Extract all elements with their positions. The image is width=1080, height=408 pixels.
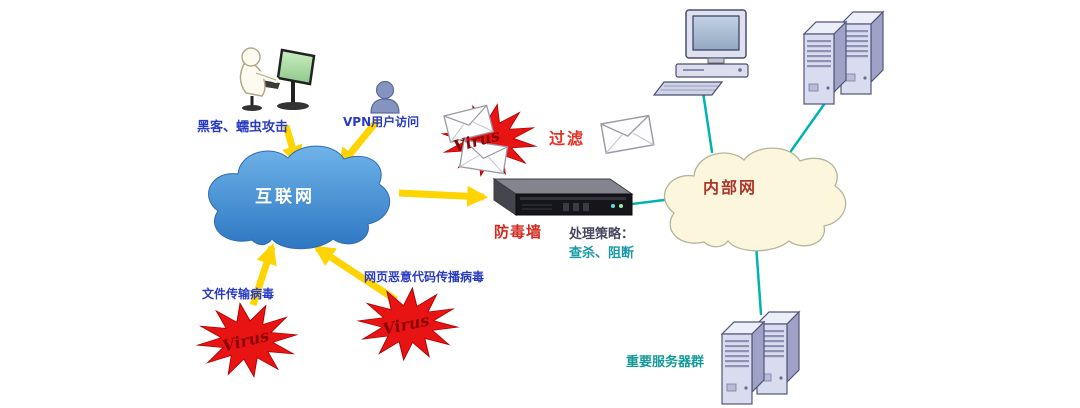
virus-burst-file	[195, 301, 299, 379]
server-tower-icon	[755, 310, 801, 395]
hacker-workstation-icon	[239, 47, 316, 111]
server-tower-icon	[802, 20, 848, 105]
internet-cloud	[208, 145, 390, 250]
link-intranet-to-pc	[701, 90, 714, 154]
envelope-icon	[600, 114, 655, 155]
envelope-icon	[459, 139, 509, 175]
firewall-label: 防毒墙	[494, 223, 543, 241]
desktop-computer-icon	[652, 9, 749, 96]
policy-action-label: 查杀、阻断	[569, 246, 635, 261]
internet-label: 互联网	[255, 187, 315, 207]
filter-label: 过滤	[549, 129, 586, 148]
firewall-appliance-icon	[492, 178, 634, 216]
virus-burst-web	[356, 286, 460, 362]
hacker-body	[239, 63, 266, 97]
arrow-filevirus-to-internet	[249, 243, 277, 307]
vpn-user-icon	[370, 80, 400, 114]
server-tower-icon	[839, 10, 885, 95]
link-intranet-to-server-group	[754, 242, 763, 316]
intranet-label: 内部网	[703, 178, 758, 197]
arrow-internet-to-firewall	[398, 185, 489, 207]
vpn-access-label: VPN用户访问	[343, 115, 420, 129]
file-virus-label: 文件传输病毒	[202, 287, 275, 301]
envelope-icon	[443, 104, 495, 143]
link-intranet-to-servers-top	[789, 94, 832, 153]
server-tower-icon	[720, 320, 766, 405]
server-group-label: 重要服务器群	[626, 355, 705, 370]
arrow-webvirus-to-internet	[313, 245, 398, 303]
hacker-attack-label: 黑客、蠕虫攻击	[197, 120, 289, 135]
policy-title-label: 处理策略：	[569, 227, 635, 242]
web-virus-label: 网页恶意代码传播病毒	[364, 270, 485, 284]
hacker-head	[241, 47, 261, 67]
intranet-cloud	[663, 147, 847, 252]
